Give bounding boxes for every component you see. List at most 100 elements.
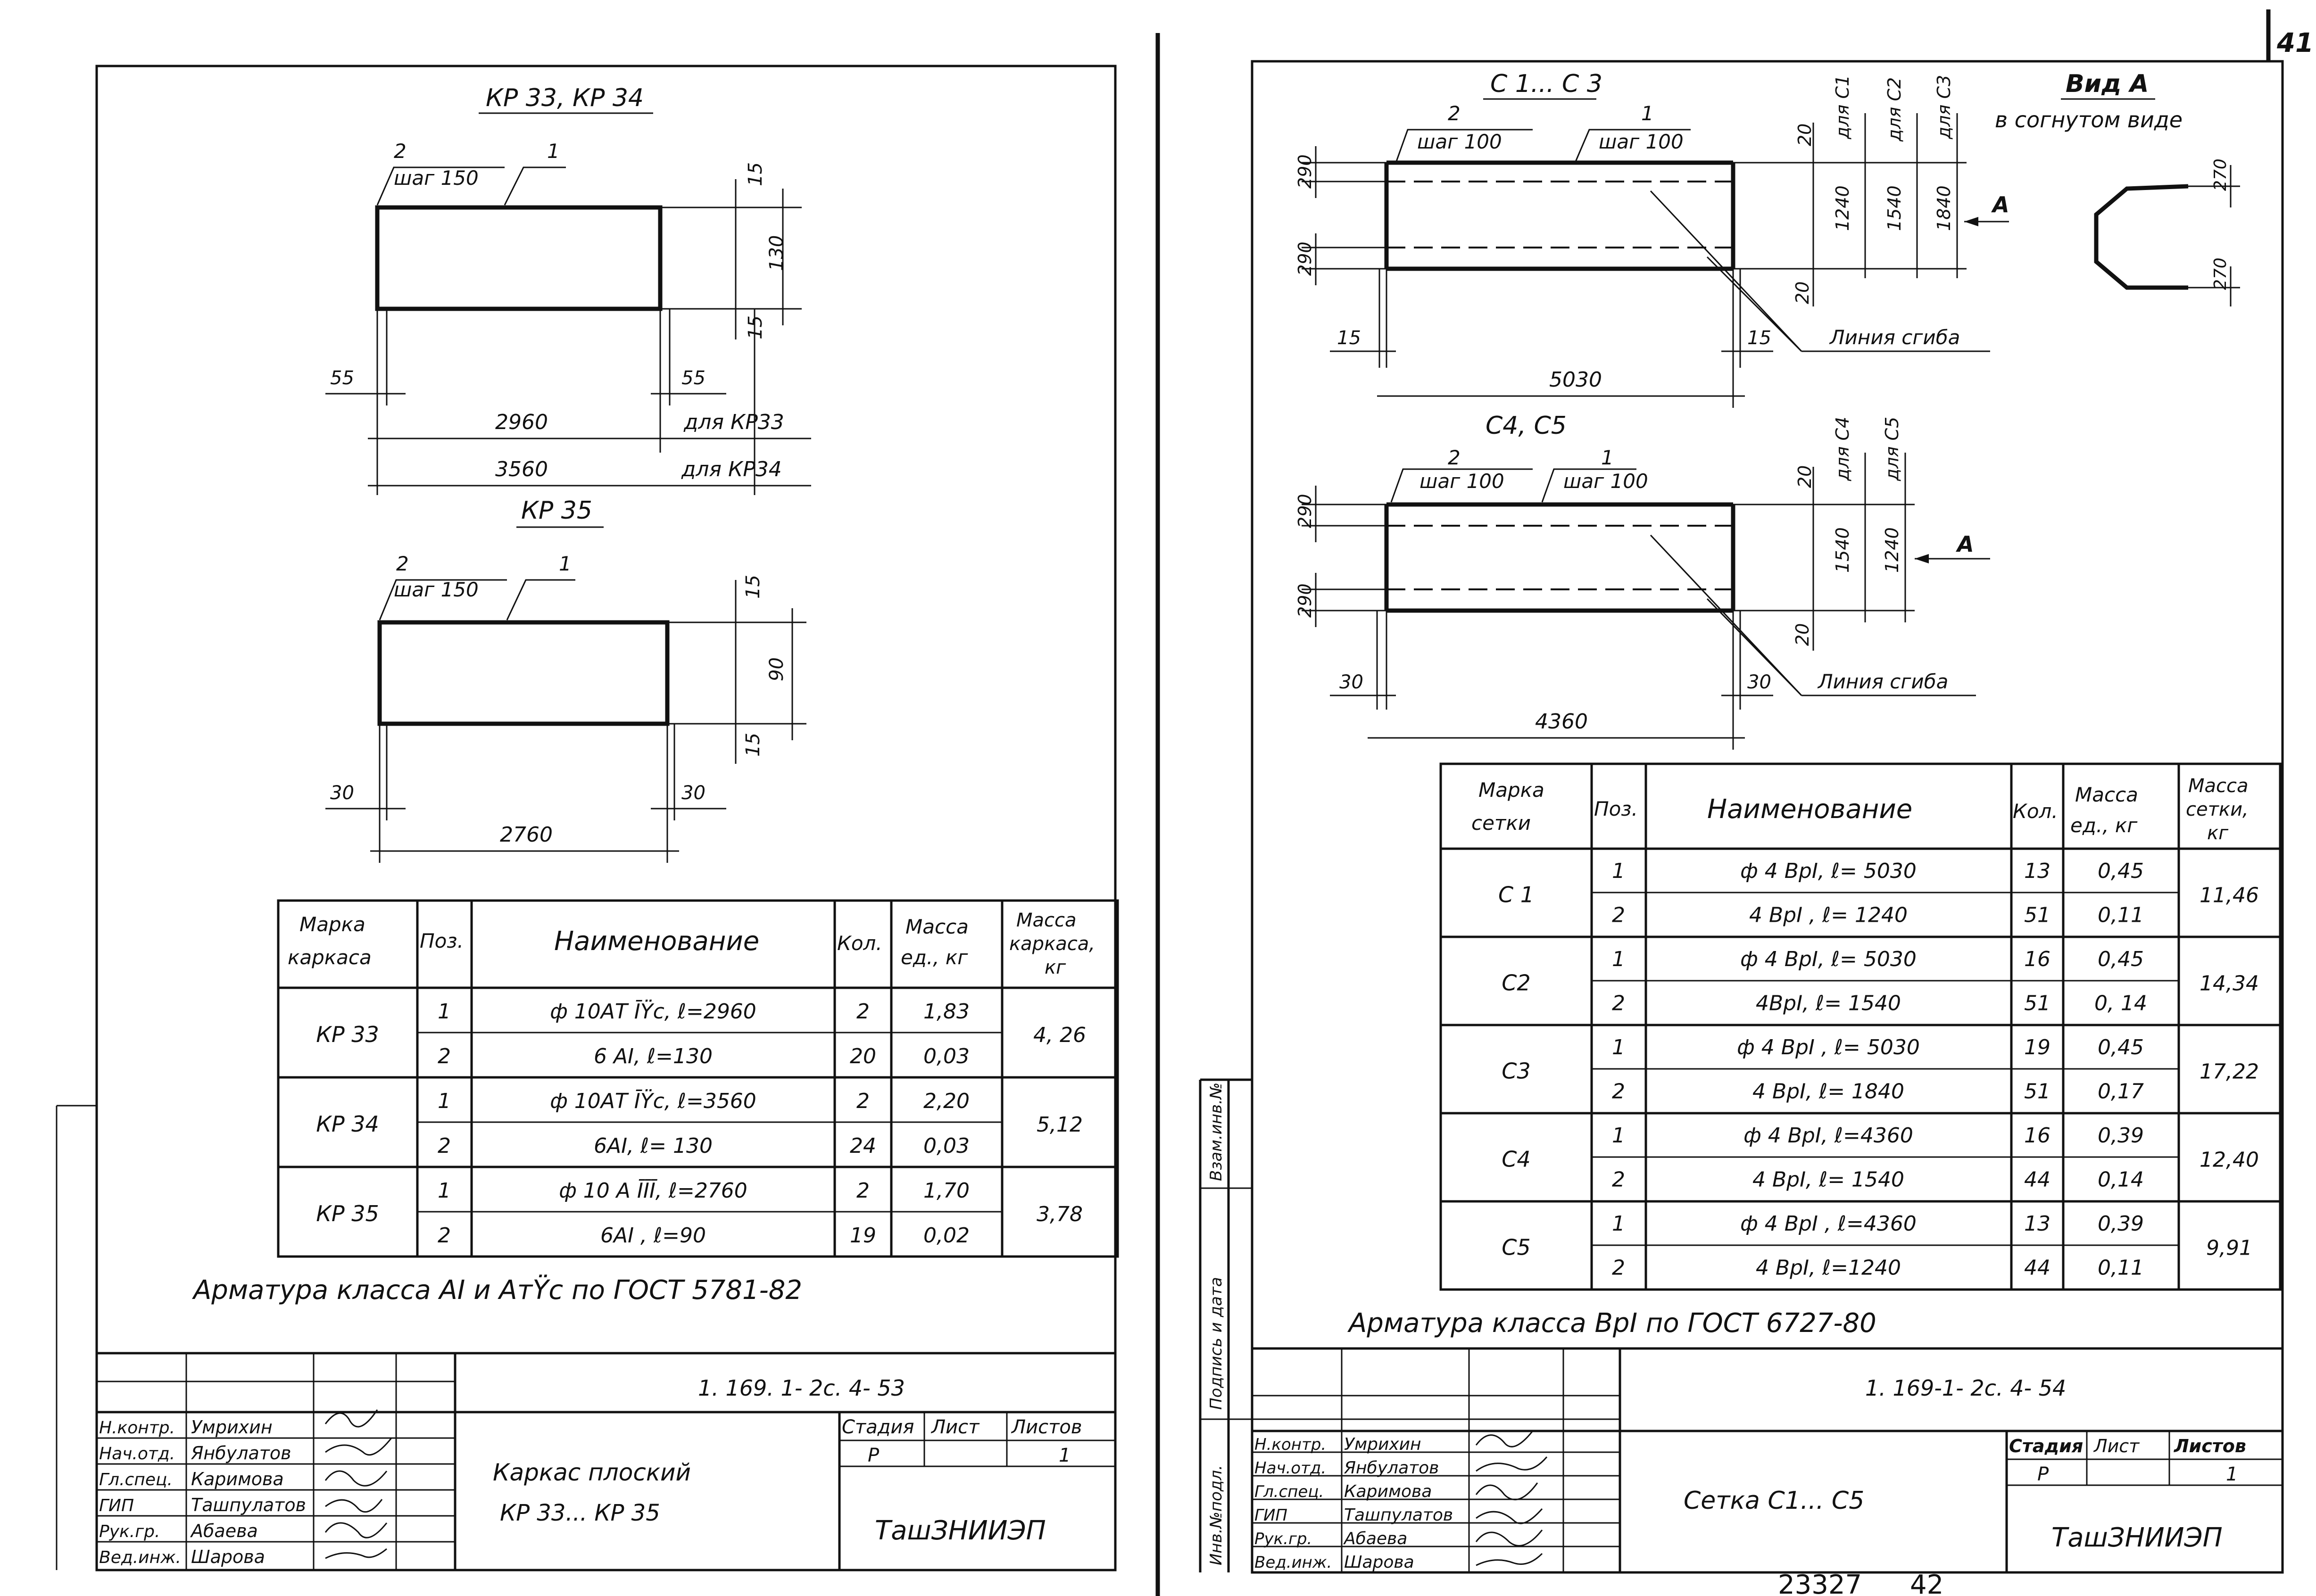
table-pos: 1 — [1612, 1212, 1625, 1236]
table-total: 11,46 — [2200, 884, 2259, 908]
right-doc-title: Сетка С1... С5 — [1684, 1487, 1864, 1515]
svg-text:Гл.спец.: Гл.спец. — [99, 1470, 173, 1489]
table-total: 4, 26 — [1033, 1023, 1086, 1047]
table-pos: 2 — [1612, 992, 1625, 1016]
svg-text:Масса: Масса — [905, 915, 969, 938]
svg-text:для С3: для С3 — [1934, 75, 1954, 140]
table-pos: 2 — [438, 1044, 451, 1068]
kr33-dim-130: 130 — [766, 235, 788, 271]
svg-text:сетки: сетки — [1471, 811, 1531, 835]
view-a: Вид А в согнутом виде 270 270 — [1995, 70, 2240, 306]
svg-text:1240: 1240 — [1832, 185, 1853, 231]
table-pos: 1 — [1612, 1035, 1625, 1059]
table-name: ф 10АТ ĪŸс, ℓ=2960 — [550, 999, 756, 1024]
kr33-dim-55-left: 55 — [330, 367, 354, 389]
table-pos: 2 — [1612, 1256, 1625, 1280]
table-mark: С3 — [1502, 1058, 1530, 1084]
table-mass: 0,11 — [2098, 1256, 2144, 1280]
kr35-dim-2760: 2760 — [500, 823, 553, 847]
svg-text:290: 290 — [1295, 494, 1315, 528]
right-note: Арматура класса ВрI по ГОСТ 6727-80 — [1347, 1308, 1876, 1339]
right-org: ТашЗНИИЭП — [2051, 1522, 2223, 1553]
svg-text:для С2: для С2 — [1884, 77, 1905, 142]
svg-text:Р: Р — [2037, 1464, 2049, 1485]
svg-text:20: 20 — [1792, 281, 1813, 304]
table-mark: С4 — [1502, 1147, 1530, 1172]
table-mass: 0,45 — [2098, 859, 2144, 883]
table-qty: 20 — [850, 1044, 876, 1068]
svg-text:1240: 1240 — [1882, 527, 1902, 573]
table-name: ф 4 ВрI, ℓ=4360 — [1743, 1124, 1913, 1148]
svg-text:Взам.инв.№: Взам.инв.№ — [1207, 1083, 1226, 1181]
bottom-stamp-page: 42 — [1910, 1570, 1943, 1596]
table-name: ф 4 ВрI , ℓ=4360 — [1740, 1212, 1917, 1236]
table-name: 6 АI, ℓ=130 — [594, 1044, 713, 1068]
svg-text:Абаева: Абаева — [190, 1521, 258, 1541]
table-name: 4 ВрI, ℓ= 1540 — [1752, 1168, 1904, 1192]
kr33-dim-15-bottom: 15 — [745, 315, 766, 339]
svg-text:ГИП: ГИП — [1254, 1506, 1287, 1525]
table-name: 6АI , ℓ=90 — [600, 1224, 706, 1248]
table-mark: С 1 — [1498, 882, 1534, 908]
table-name: 4 ВрI, ℓ= 1840 — [1752, 1080, 1904, 1104]
svg-text:Кол.: Кол. — [837, 932, 882, 955]
svg-text:шаг 100: шаг 100 — [1419, 470, 1504, 493]
table-mass: 0,11 — [2098, 903, 2144, 927]
table-qty: 51 — [2024, 992, 2050, 1016]
left-title-block: 1. 169. 1- 2с. 4- 53 Н.контр. Умрихин На… — [56, 1105, 1115, 1570]
svg-text:Янбулатов: Янбулатов — [1344, 1458, 1439, 1478]
svg-text:15: 15 — [1747, 327, 1771, 349]
right-drawing-c1-c3: С 1... С 3 2 1 шаг 100 шаг 100 290 290 2… — [1295, 70, 2009, 408]
table-qty: 13 — [2024, 859, 2050, 883]
right-specification-table: Марка сетки Поз. Наименование Кол. Масса… — [1439, 762, 2282, 1291]
kr33-tag-2: 2 — [394, 140, 407, 163]
svg-text:30: 30 — [1339, 671, 1363, 693]
kr35-dim-15-bottom: 15 — [742, 733, 764, 757]
svg-text:Поз.: Поз. — [420, 929, 464, 952]
svg-text:20: 20 — [1794, 124, 1815, 146]
svg-text:Подпись и дата: Подпись и дата — [1207, 1277, 1226, 1410]
table-name: 4 ВрI, ℓ=1240 — [1756, 1256, 1901, 1280]
svg-text:Инв.№подл.: Инв.№подл. — [1207, 1465, 1226, 1565]
svg-text:для С5: для С5 — [1882, 417, 1902, 481]
table-qty: 2 — [856, 1089, 870, 1113]
table-mark: КР 34 — [316, 1111, 379, 1137]
svg-text:1540: 1540 — [1884, 185, 1905, 231]
table-mass: 0,02 — [923, 1224, 970, 1248]
svg-text:А: А — [1956, 531, 1974, 557]
kr35-dim-30-right: 30 — [681, 782, 706, 804]
svg-text:для С4: для С4 — [1832, 417, 1853, 481]
svg-text:кг: кг — [1045, 957, 1066, 978]
svg-text:Линия сгиба: Линия сгиба — [1829, 326, 1960, 349]
svg-text:1: 1 — [2226, 1464, 2238, 1485]
table-mark: С2 — [1502, 970, 1530, 996]
left-sheet-frame — [95, 65, 1117, 1571]
table-qty: 44 — [2024, 1256, 2050, 1280]
kr33-dim-3560: 3560 — [495, 457, 548, 481]
c1-c3-title: С 1... С 3 — [1490, 70, 1602, 98]
right-sheet-frame — [1251, 60, 2284, 1574]
table-pos: 1 — [1612, 859, 1625, 883]
table-qty: 44 — [2024, 1168, 2050, 1192]
table-name: ф 10АТ ĪŸс, ℓ=3560 — [550, 1089, 756, 1113]
table-qty: 16 — [2024, 947, 2050, 971]
kr33-step: шаг 150 — [394, 166, 479, 190]
table-total: 3,78 — [1037, 1202, 1083, 1226]
table-name: 4ВрI, ℓ= 1540 — [1756, 992, 1901, 1016]
table-qty: 24 — [850, 1134, 876, 1158]
svg-text:Шарова: Шарова — [191, 1546, 265, 1567]
table-name: ф 4 ВрI, ℓ= 5030 — [1740, 947, 1917, 971]
svg-text:1: 1 — [1059, 1445, 1071, 1466]
page-number: 41 — [2276, 28, 2314, 58]
svg-text:290: 290 — [1295, 154, 1315, 189]
svg-text:1: 1 — [1641, 102, 1654, 125]
svg-text:Янбулатов: Янбулатов — [191, 1443, 291, 1464]
svg-text:шаг 100: шаг 100 — [1417, 130, 1502, 153]
svg-text:Рук.гр.: Рук.гр. — [1254, 1530, 1312, 1548]
kr33-kr34-title: КР 33, КР 34 — [486, 84, 644, 112]
svg-text:в согнутом виде: в согнутом виде — [1995, 107, 2183, 132]
table-pos: 1 — [438, 1179, 451, 1203]
svg-text:каркаса: каркаса — [288, 946, 372, 969]
table-pos: 2 — [1612, 1080, 1625, 1104]
